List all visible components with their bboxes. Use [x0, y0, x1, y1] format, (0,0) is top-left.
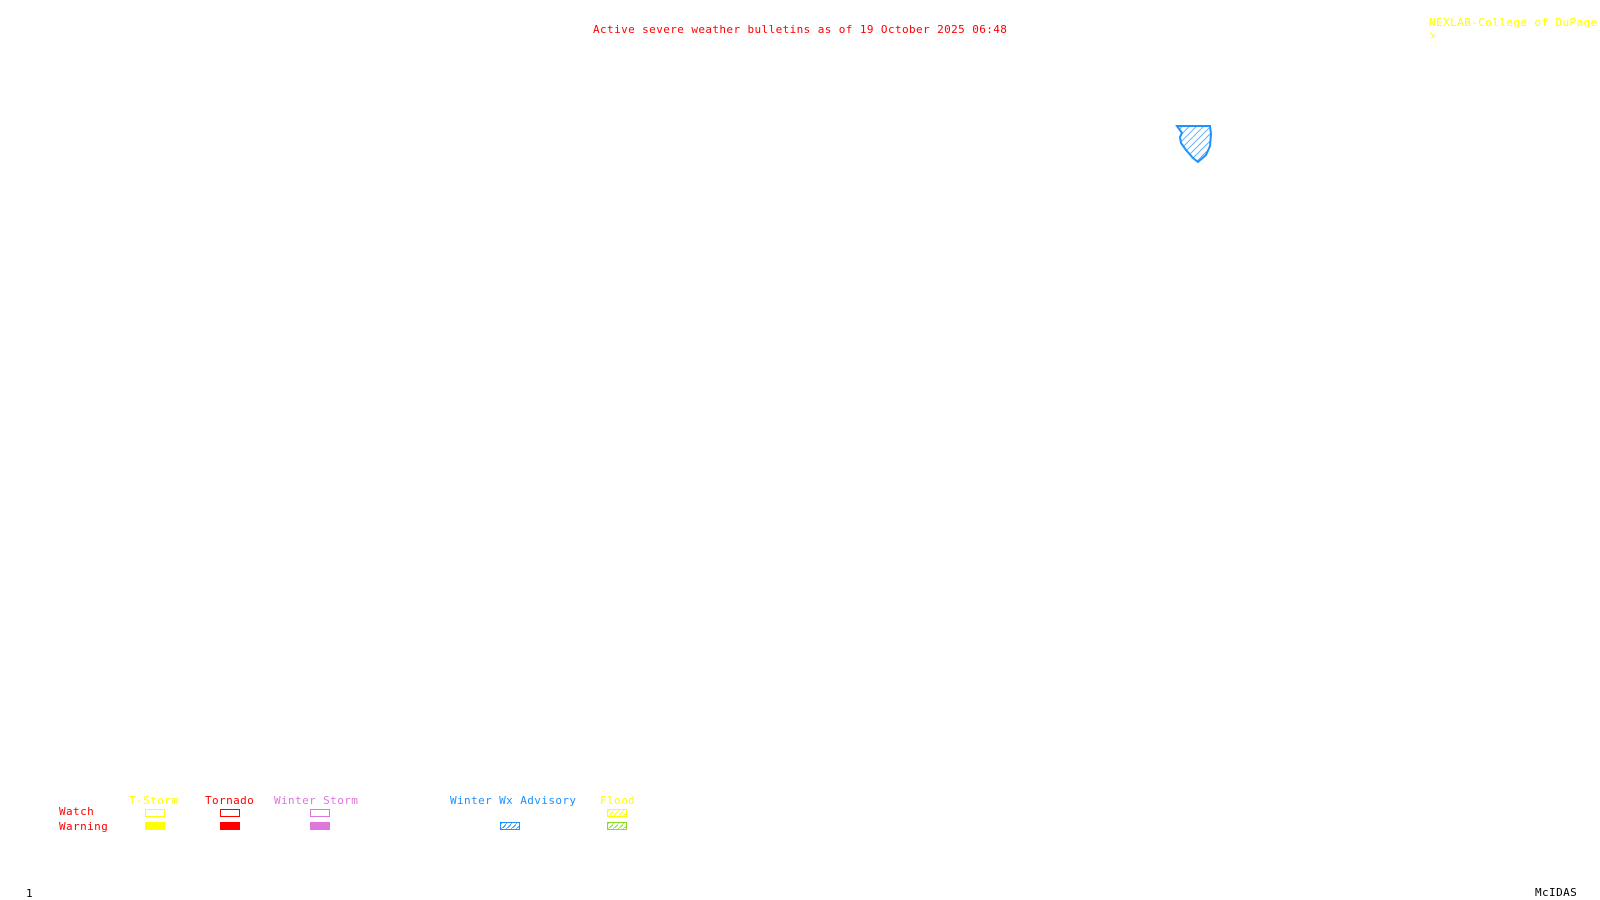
page-title: Active severe weather bulletins as of 19… — [593, 23, 1008, 36]
legend-row-warning: Warning — [59, 820, 109, 833]
flood-warning-swatch — [607, 822, 627, 830]
credit-text: NEXLAB-College of DuPage — [1429, 16, 1598, 29]
winter-storm-warning-swatch — [310, 822, 330, 830]
flood-watch-swatch — [607, 809, 627, 817]
legend-col-winter-storm: Winter Storm — [274, 794, 359, 807]
winter-wx-advisory-area[interactable] — [1175, 125, 1213, 164]
tstorm-watch-swatch — [145, 809, 165, 817]
frame-number: 1 — [26, 887, 34, 900]
legend-col-tstorm: T-Storm — [129, 794, 179, 807]
credit-label: NEXLAB-College of DuPage ⇲ — [1415, 5, 1598, 41]
winter-wx-advisory-swatch — [500, 822, 520, 830]
arrow-corner-icon: ⇲ — [1429, 28, 1437, 41]
winter-storm-watch-swatch — [310, 809, 330, 817]
legend-col-flood: Flood — [600, 794, 636, 807]
tornado-watch-swatch — [220, 809, 240, 817]
software-label: McIDAS — [1535, 886, 1578, 899]
tornado-warning-swatch — [220, 822, 240, 830]
legend-col-winter-wx-advisory: Winter Wx Advisory — [450, 794, 577, 807]
legend-row-watch: Watch — [59, 805, 95, 818]
tstorm-warning-swatch — [145, 822, 165, 830]
legend-col-tornado: Tornado — [205, 794, 255, 807]
